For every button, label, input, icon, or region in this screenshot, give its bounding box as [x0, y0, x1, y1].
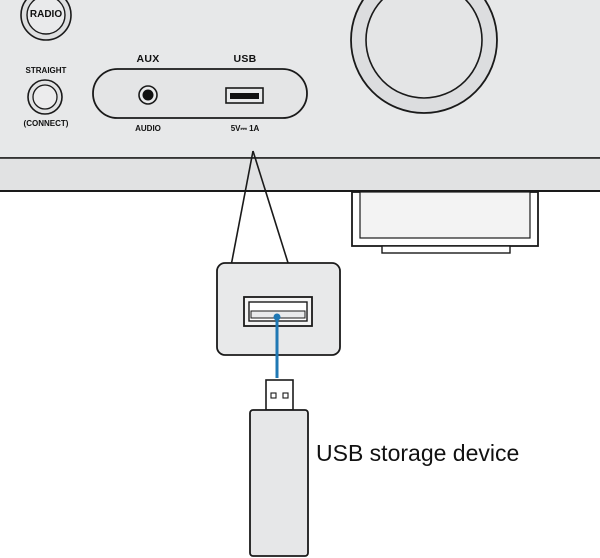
callout-leader — [230, 150, 290, 267]
usb-storage-device-icon — [249, 379, 309, 557]
radio-label: RADIO — [29, 9, 63, 20]
receiver-foot — [351, 191, 539, 254]
straight-button — [27, 79, 63, 115]
straight-label: STRAIGHT — [25, 66, 67, 75]
receiver-usb-port — [225, 87, 264, 104]
front-inputs-panel — [92, 68, 308, 119]
usb-storage-device-caption: USB storage device — [316, 440, 520, 466]
connection-line — [273, 313, 281, 378]
connect-label: (CONNECT) — [23, 119, 69, 128]
radio-button — [20, 0, 72, 41]
usb-rating-label: 5V⎓ 1A — [230, 124, 260, 133]
aux-jack — [138, 85, 158, 105]
aux-label: AUX — [136, 53, 160, 65]
audio-label: AUDIO — [135, 124, 161, 133]
volume-knob — [350, 0, 498, 114]
usb-label: USB — [233, 53, 257, 65]
